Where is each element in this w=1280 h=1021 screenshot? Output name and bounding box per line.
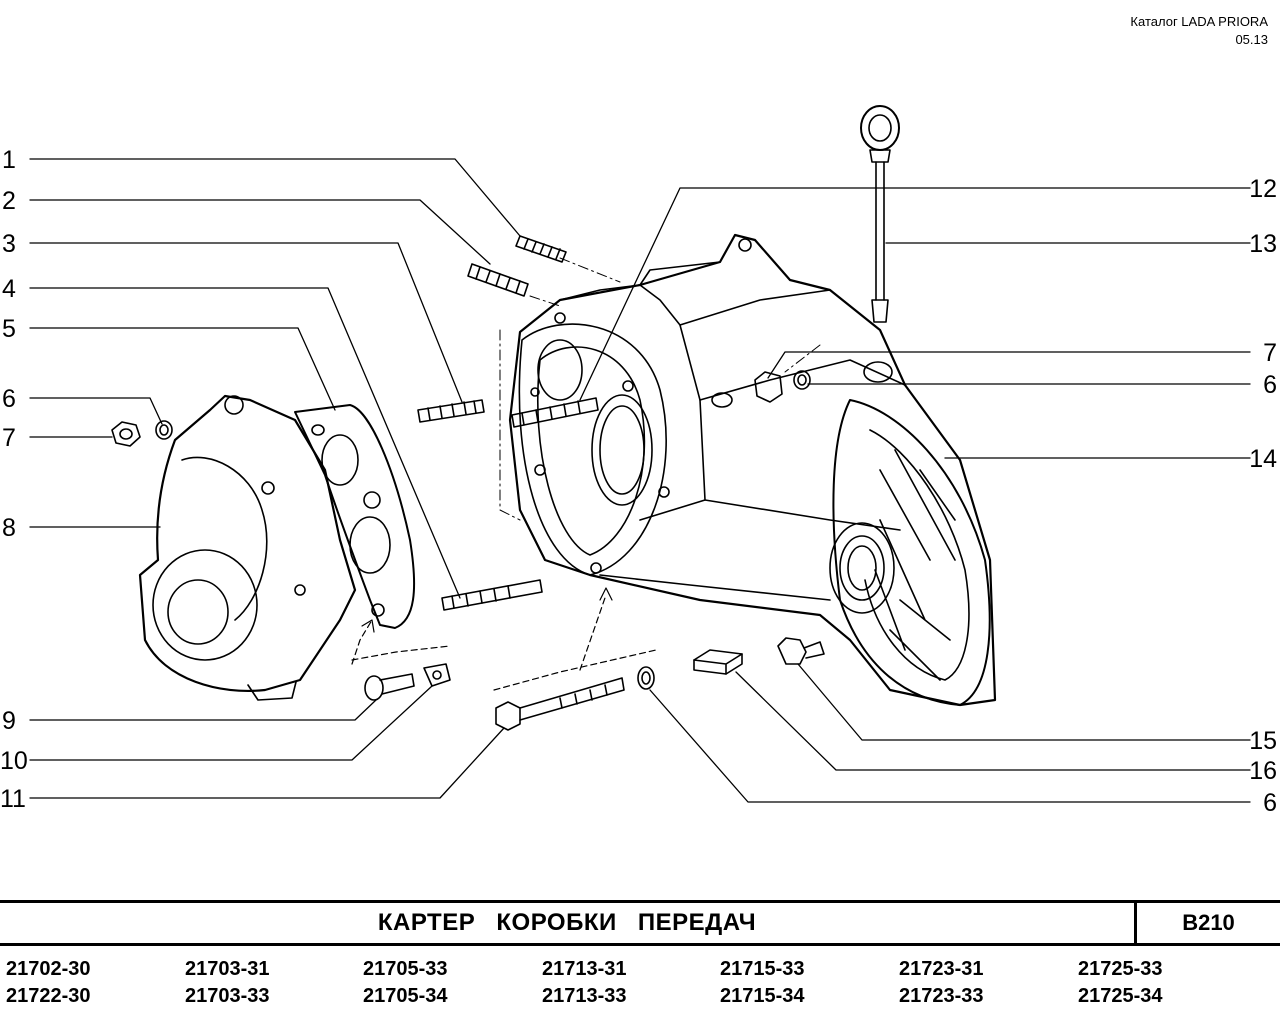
callout-5: 5 — [2, 315, 16, 343]
bolt-11 — [495, 677, 625, 731]
section-code: B210 — [1182, 910, 1235, 935]
variant-code: 21715-33 — [720, 958, 805, 980]
callout-6-right: 6 — [1263, 371, 1277, 399]
leader-lines — [29, 158, 1251, 803]
callout-15: 15 — [1249, 727, 1277, 755]
screw-9 — [364, 673, 415, 701]
page-title: КАРТЕР КОРОБКИ ПЕРЕДАЧ — [377, 909, 757, 936]
rear-cover — [138, 394, 357, 701]
washer-6-right — [793, 370, 811, 390]
variant-code: 21705-33 — [363, 958, 448, 980]
stud-4 — [441, 579, 543, 611]
stud-2 — [467, 263, 529, 297]
stud-1 — [515, 235, 567, 263]
variant-code: 21713-31 — [542, 958, 627, 980]
catalog-date: 05.13 — [1235, 32, 1268, 47]
callout-3: 3 — [2, 230, 16, 258]
variant-code: 21703-31 — [185, 958, 270, 980]
stud-12 — [511, 397, 599, 428]
variant-code: 21723-31 — [899, 958, 984, 980]
drain-plug-15 — [777, 637, 825, 665]
callout-7: 7 — [2, 424, 16, 452]
variant-row: 21722-30 21703-33 21705-34 21713-33 2171… — [6, 983, 1276, 1010]
callout-2: 2 — [2, 187, 16, 215]
washer-6-lower — [637, 666, 655, 690]
nut-7-left — [111, 421, 141, 447]
callout-16: 16 — [1249, 757, 1277, 785]
washer-6-left — [155, 420, 173, 440]
cover-gasket — [294, 404, 416, 629]
callout-11: 11 — [0, 785, 26, 813]
magnet-16 — [693, 649, 743, 675]
dipstick — [860, 105, 900, 323]
gearbox-housing — [499, 233, 997, 707]
variant-code: 21702-30 — [6, 958, 91, 980]
left-callouts: 1 2 3 4 5 6 7 8 9 10 11 — [0, 146, 28, 813]
stud-3 — [417, 399, 485, 423]
callout-8: 8 — [2, 514, 16, 542]
callout-4: 4 — [2, 275, 16, 303]
variant-code: 21705-34 — [363, 985, 448, 1007]
callout-6: 6 — [2, 385, 16, 413]
right-callouts: 12 13 7 6 14 15 16 6 — [1249, 175, 1277, 817]
variant-code: 21725-33 — [1078, 958, 1163, 980]
catalog-title: Каталог LADA PRIORA — [1130, 14, 1268, 29]
title-bar: КАРТЕР КОРОБКИ ПЕРЕДАЧ B210 — [0, 900, 1280, 946]
callout-12: 12 — [1249, 175, 1277, 203]
variant-code: 21703-33 — [185, 985, 270, 1007]
variant-code: 21723-33 — [899, 985, 984, 1007]
model-variants: 21702-30 21703-31 21705-33 21713-31 2171… — [6, 956, 1276, 1010]
callout-6-lower: 6 — [1263, 789, 1277, 817]
nut-7-right — [754, 371, 783, 403]
callout-13: 13 — [1249, 230, 1277, 258]
variant-code: 21722-30 — [6, 985, 91, 1007]
callout-1: 1 — [2, 146, 16, 174]
variant-code: 21713-33 — [542, 985, 627, 1007]
variant-code: 21715-34 — [720, 985, 805, 1007]
callout-10: 10 — [0, 747, 28, 775]
variant-row: 21702-30 21703-31 21705-33 21713-31 2171… — [6, 956, 1276, 983]
variant-code: 21725-34 — [1078, 985, 1163, 1007]
callout-9: 9 — [2, 707, 16, 735]
callout-7-right: 7 — [1263, 339, 1277, 367]
title-divider — [1134, 903, 1137, 943]
callout-14: 14 — [1249, 445, 1277, 473]
lock-plate-10 — [423, 663, 451, 687]
